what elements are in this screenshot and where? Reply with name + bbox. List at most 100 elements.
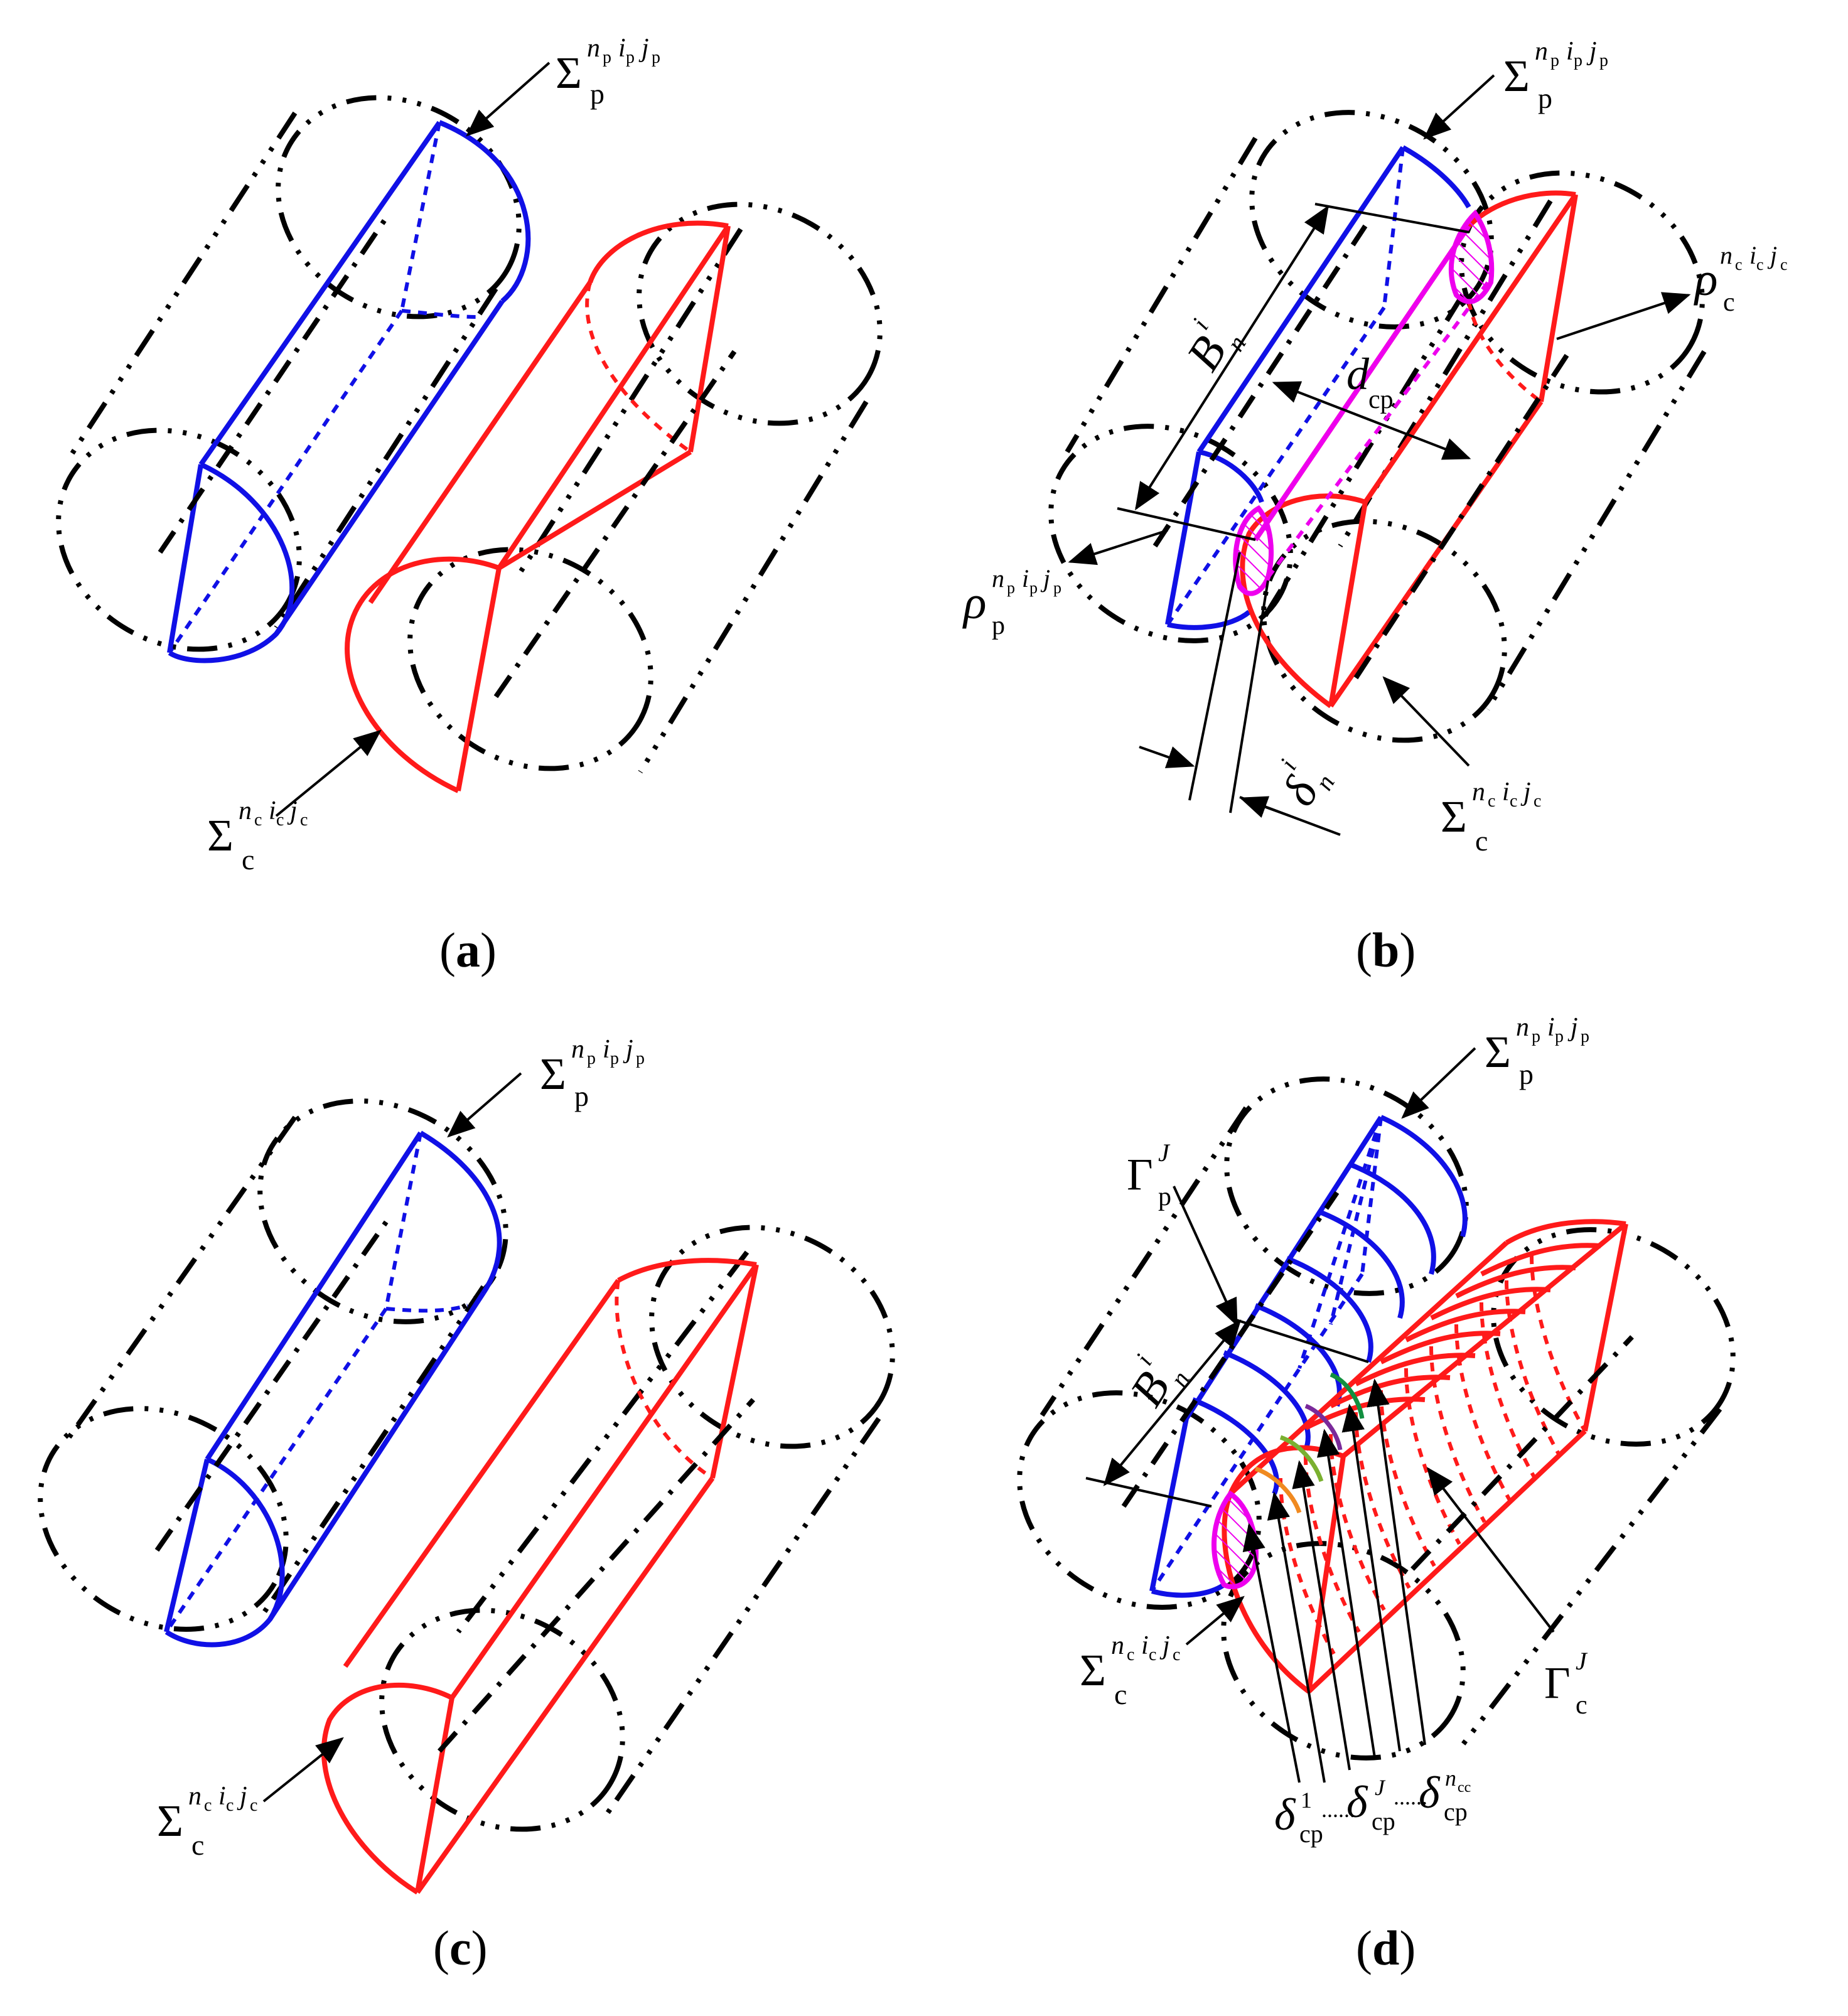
delta-arrows-d xyxy=(1242,1378,1426,1783)
rho-sup-n: n xyxy=(992,564,1004,592)
part-p-a xyxy=(167,120,531,663)
delta-1-sup: 1 xyxy=(1301,1788,1312,1813)
rho-sup-i-sub: p xyxy=(1029,579,1038,597)
sup-nc: n xyxy=(1111,1631,1124,1660)
label-sigma-p-b: Σ p n p i p j p xyxy=(1423,37,1608,140)
rho-sup-n-sub: p xyxy=(1007,579,1015,597)
sup-jc: j xyxy=(1520,778,1531,807)
panel-c: Σ p n p i p j p Σ c n c i c j c (c) xyxy=(38,1035,895,1975)
sup-nc: n xyxy=(239,796,252,825)
part-p-c xyxy=(164,1130,502,1648)
sup-ic: i xyxy=(218,1782,226,1811)
label-sigma-c-c: Σ c n c i c j c xyxy=(157,1737,344,1861)
sup-np: n xyxy=(587,34,600,63)
sup-ip: i xyxy=(618,34,626,63)
delta-sup-i: i xyxy=(1274,754,1303,775)
sup-jp: j xyxy=(623,1035,633,1064)
sup-ic: i xyxy=(269,796,276,825)
sup-jp: j xyxy=(638,34,649,63)
rho-symbol: ρ xyxy=(1694,253,1717,306)
sigma-symbol: Σ xyxy=(540,1049,566,1099)
label-gamma-c-d: Γ c J xyxy=(1426,1467,1588,1720)
sup-jc: j xyxy=(287,796,298,825)
rho-sup-i: i xyxy=(1022,564,1029,592)
sup-ip-sub: p xyxy=(610,1049,619,1068)
dimension-delta-b xyxy=(1139,552,1341,836)
delta-ncc-sup: n xyxy=(1445,1766,1456,1791)
sigma-symbol: Σ xyxy=(1080,1645,1106,1695)
caption-d: (d) xyxy=(1356,1921,1416,1975)
sup-nc-sub: c xyxy=(254,810,262,830)
subscript-c: c xyxy=(191,1829,204,1861)
rho-sub-c: c xyxy=(1723,288,1735,317)
gamma-sup-J: J xyxy=(1576,1647,1588,1675)
sup-ic: i xyxy=(1141,1631,1149,1660)
sup-nc-sub: c xyxy=(204,1796,212,1815)
label-delta-d: δ cp 1 ...... δ cp J ...... δ cp n cc xyxy=(1274,1766,1471,1848)
subscript-p: p xyxy=(1538,82,1552,114)
label-B-b: B i n xyxy=(1176,314,1252,380)
label-rho-p-b: ρ p n p i p j p xyxy=(962,529,1168,640)
svg-text:Σ: Σ xyxy=(556,48,582,98)
rho-sub-p: p xyxy=(992,611,1005,640)
panel-b: B i n d cp ρ c n c i c j c ρ p n xyxy=(962,37,1788,977)
sup-jp-sub: p xyxy=(1581,1027,1589,1046)
label-sigma-p-c: Σ p n p i p j p xyxy=(447,1035,645,1138)
panel-a: Σ p n p i p j p Σ c n c i c j c (a) xyxy=(56,34,883,977)
sup-ip-sub: p xyxy=(1574,51,1582,70)
delta-ncc-sub: cp xyxy=(1444,1798,1468,1826)
rho-sup-i-sub: c xyxy=(1756,255,1764,274)
delta-dots-1: ...... xyxy=(1321,1797,1355,1822)
outline-cylinder-c-c xyxy=(379,1225,895,1832)
label-gamma-p-d: Γ p J xyxy=(1127,1139,1238,1327)
rho-sup-n: n xyxy=(1720,241,1732,269)
sup-np: n xyxy=(571,1035,584,1064)
label-sigma-p-d: Σ p n p i p j p xyxy=(1401,1013,1589,1119)
sup-ip-sub: p xyxy=(626,48,635,67)
part-c-c xyxy=(321,1258,759,1895)
sup-jp: j xyxy=(1567,1013,1578,1042)
sup-np-sub: p xyxy=(1532,1027,1540,1046)
gamma-symbol: Γ xyxy=(1127,1149,1153,1199)
axis-lines-c xyxy=(154,1216,755,1753)
label-sigma-c-a: Σ c n c i c j c xyxy=(207,729,382,876)
sup-jc-sub: c xyxy=(1534,791,1541,811)
delta-1-sub: cp xyxy=(1299,1820,1323,1848)
sup-nc: n xyxy=(188,1782,201,1811)
sup-jc-sub: c xyxy=(300,810,308,830)
delta-ncc-sup-sub: cc xyxy=(1458,1779,1471,1796)
sup-jp-sub: p xyxy=(1599,51,1608,70)
rho-sup-j-sub: p xyxy=(1053,579,1061,597)
sup-np-sub: p xyxy=(1550,51,1559,70)
rho-sup-j: j xyxy=(1040,564,1050,592)
overlap-region-b xyxy=(1233,209,1495,596)
rho-sup-j-sub: c xyxy=(1780,255,1788,274)
subscript-p: p xyxy=(590,78,604,110)
rho-sup-i: i xyxy=(1749,241,1756,269)
sigma-symbol: Σ xyxy=(1503,51,1530,101)
dimension-B-d xyxy=(1085,1317,1369,1508)
sup-jc: j xyxy=(237,1782,247,1811)
sup-nc-sub: c xyxy=(1488,791,1495,811)
gamma-symbol: Γ xyxy=(1544,1658,1571,1708)
d-sub-cp: cp xyxy=(1368,385,1394,414)
label-sigma-p-a: Σ p n p i p j p xyxy=(466,34,660,137)
outline-cylinder-p-a xyxy=(56,95,522,652)
delta-1-symbol: δ xyxy=(1274,1789,1296,1840)
d-symbol: d xyxy=(1346,349,1370,399)
caption-c: (c) xyxy=(433,1921,488,1975)
delta-J-sup: J xyxy=(1375,1775,1386,1800)
sup-ic: i xyxy=(1502,778,1510,807)
rho-sup-n-sub: c xyxy=(1735,255,1743,274)
panel-d: B i n Γ p J Γ c J δ cp xyxy=(1017,1013,1736,1975)
part-c-b xyxy=(1240,190,1578,709)
rho-sup-j: j xyxy=(1767,241,1777,269)
outline-cylinder-c-a xyxy=(407,201,883,774)
dimension-B-b xyxy=(1117,203,1469,541)
sup-jc-sub: c xyxy=(250,1796,257,1815)
delta-dots-2: ...... xyxy=(1394,1784,1427,1810)
sigma-symbol: Σ xyxy=(1441,791,1467,842)
gamma-sub-c: c xyxy=(1576,1691,1587,1720)
sup-ic-sub: c xyxy=(1149,1645,1156,1665)
